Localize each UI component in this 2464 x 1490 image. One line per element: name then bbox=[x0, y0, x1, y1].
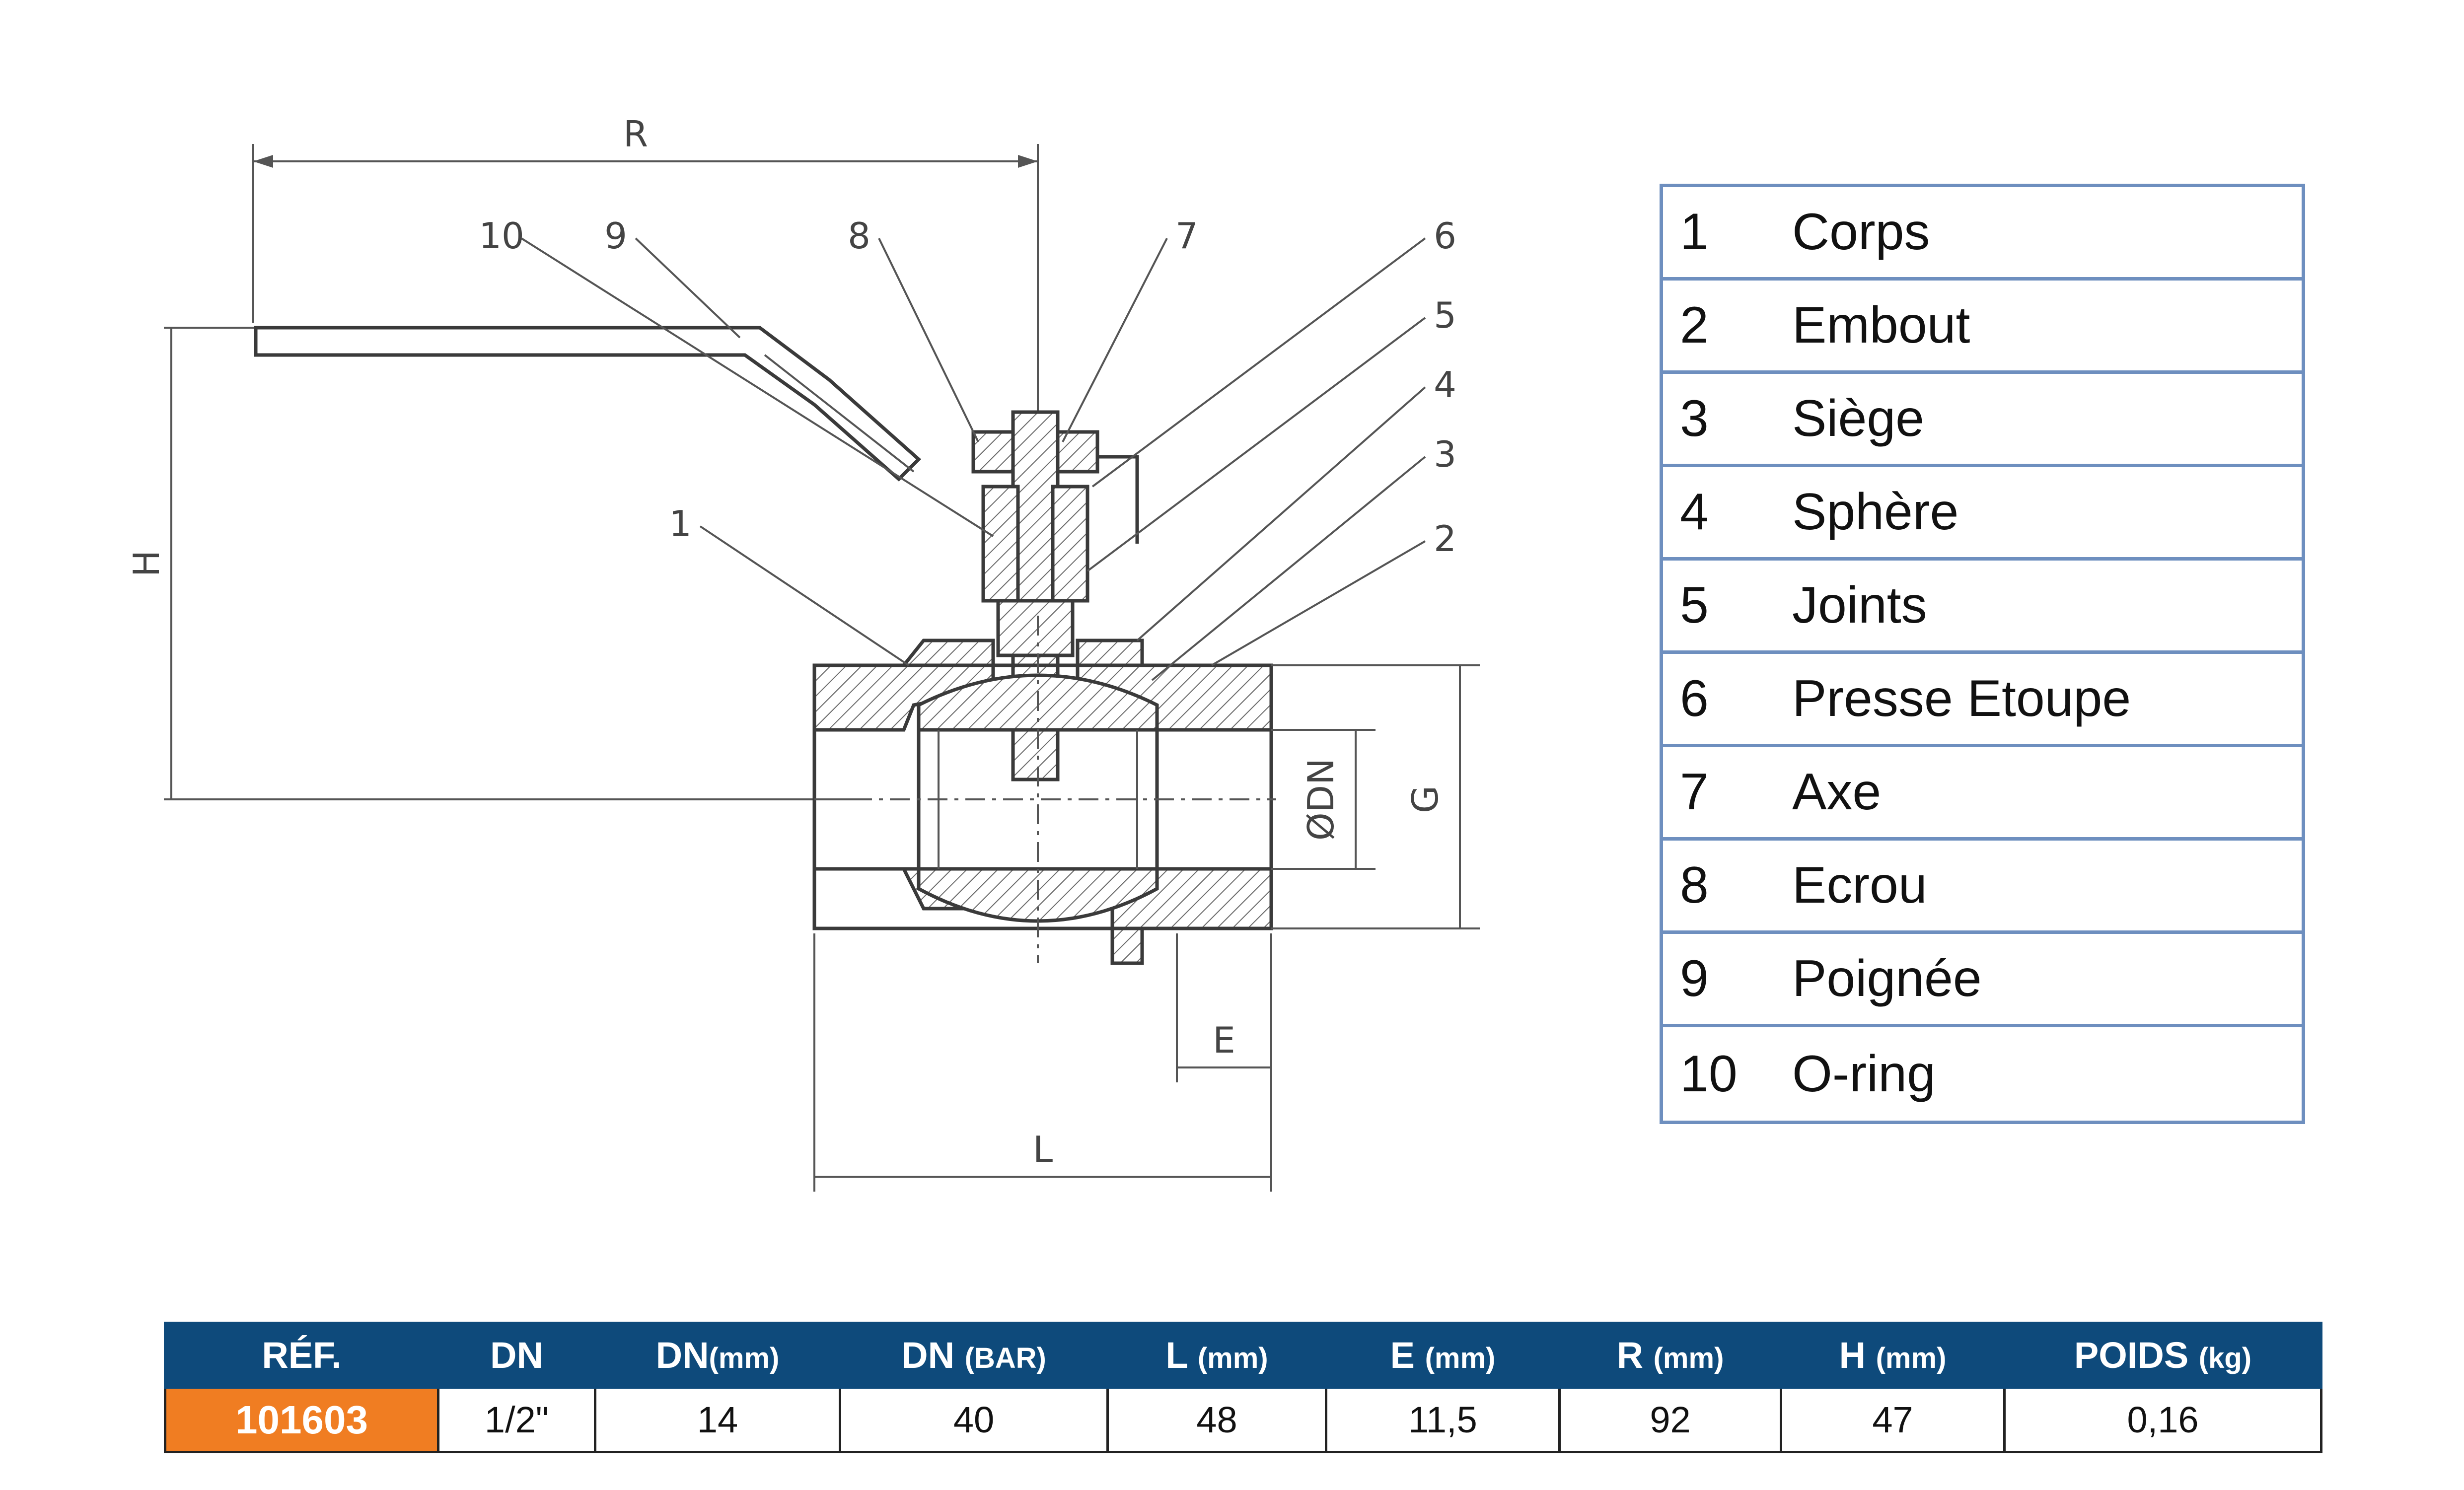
legend-name: Embout bbox=[1792, 296, 1970, 354]
dimension-e-l: E L bbox=[813, 933, 1272, 1192]
legend-name: Presse Etoupe bbox=[1792, 670, 2131, 727]
cell-dn: 1/2" bbox=[437, 1386, 596, 1453]
svg-text:1: 1 bbox=[669, 503, 692, 545]
valve-drawing: R H bbox=[126, 113, 1480, 1192]
header-h: H (mm) bbox=[1780, 1322, 2006, 1389]
legend-row: 9 Poignée bbox=[1663, 934, 2302, 1027]
legend-num: 9 bbox=[1680, 950, 1709, 1007]
callout-5: 5 bbox=[1087, 294, 1456, 572]
legend-num: 4 bbox=[1680, 483, 1709, 541]
header-dn-mm: DN(mm) bbox=[594, 1322, 841, 1389]
legend-row: 1 Corps bbox=[1663, 187, 2302, 281]
legend-row: 7 Axe bbox=[1663, 747, 2302, 841]
legend-name: Poignée bbox=[1792, 950, 1982, 1007]
legend-row: 8 Ecrou bbox=[1663, 841, 2302, 934]
legend-num: 5 bbox=[1680, 576, 1709, 634]
svg-text:10: 10 bbox=[479, 215, 524, 257]
callout-7: 7 bbox=[1062, 215, 1198, 442]
header-dn-bar: DN (BAR) bbox=[839, 1322, 1109, 1389]
callout-10: 10 bbox=[479, 215, 994, 537]
legend-row: 4 Sphère bbox=[1663, 467, 2302, 561]
legend-num: 10 bbox=[1680, 1045, 1738, 1103]
callout-2: 2 bbox=[1211, 518, 1456, 666]
table-row: 101603 1/2" 14 40 48 11,5 92 47 0,16 bbox=[164, 1386, 2322, 1453]
legend-name: Axe bbox=[1792, 763, 1882, 821]
cell-ref: 101603 bbox=[164, 1386, 439, 1453]
header-ref: RÉF. bbox=[164, 1322, 439, 1389]
callout-9: 9 bbox=[604, 215, 741, 339]
legend-row: 2 Embout bbox=[1663, 281, 2302, 374]
header-dn: DN bbox=[437, 1322, 596, 1389]
legend-num: 1 bbox=[1680, 203, 1709, 261]
dim-label-e: E bbox=[1213, 1019, 1235, 1061]
legend-row: 6 Presse Etoupe bbox=[1663, 654, 2302, 747]
callout-4: 4 bbox=[1136, 364, 1456, 641]
cell-dn-bar: 40 bbox=[839, 1386, 1109, 1453]
legend-name: Ecrou bbox=[1792, 856, 1927, 914]
header-r: R (mm) bbox=[1558, 1322, 1782, 1389]
callout-6: 6 bbox=[1091, 215, 1456, 488]
dim-label-g: G bbox=[1404, 785, 1446, 813]
dim-label-r: R bbox=[623, 113, 648, 155]
table-header-row: RÉF. DN DN(mm) DN (BAR) L (mm) E (mm) R … bbox=[164, 1322, 2322, 1389]
header-l: L (mm) bbox=[1106, 1322, 1327, 1389]
dimension-g-dn: ØDN G bbox=[1271, 664, 1480, 929]
svg-text:2: 2 bbox=[1434, 518, 1456, 560]
cell-r: 92 bbox=[1558, 1386, 1782, 1453]
cell-poids: 0,16 bbox=[2003, 1386, 2322, 1453]
svg-text:3: 3 bbox=[1434, 433, 1456, 475]
legend-name: Siège bbox=[1792, 390, 1924, 447]
handle-lever bbox=[254, 326, 922, 482]
svg-text:6: 6 bbox=[1434, 215, 1456, 257]
legend-name: Joints bbox=[1792, 576, 1927, 634]
spec-table: RÉF. DN DN(mm) DN (BAR) L (mm) E (mm) R … bbox=[164, 1322, 2322, 1453]
dimension-h: H bbox=[126, 327, 864, 800]
legend-num: 7 bbox=[1680, 763, 1709, 821]
svg-text:5: 5 bbox=[1434, 294, 1456, 336]
dim-label-l: L bbox=[1033, 1129, 1053, 1170]
parts-legend: 1 Corps 2 Embout 3 Siège 4 Sphère 5 Join… bbox=[1660, 184, 2305, 1124]
cell-e: 11,5 bbox=[1325, 1386, 1561, 1453]
callout-8: 8 bbox=[848, 215, 979, 442]
callout-3: 3 bbox=[1151, 433, 1456, 681]
cell-dn-mm: 14 bbox=[594, 1386, 841, 1453]
svg-text:8: 8 bbox=[848, 215, 870, 257]
legend-num: 3 bbox=[1680, 390, 1709, 447]
legend-row: 5 Joints bbox=[1663, 561, 2302, 654]
cell-h: 47 bbox=[1780, 1386, 2006, 1453]
header-poids: POIDS (kg) bbox=[2003, 1322, 2322, 1389]
dim-label-dn: ØDN bbox=[1300, 758, 1342, 841]
legend-num: 6 bbox=[1680, 670, 1709, 727]
legend-num: 8 bbox=[1680, 856, 1709, 914]
legend-row: 10 O-ring bbox=[1663, 1027, 2302, 1121]
legend-row: 3 Siège bbox=[1663, 374, 2302, 467]
callout-1: 1 bbox=[669, 503, 910, 666]
dim-label-h: H bbox=[126, 550, 167, 577]
legend-num: 2 bbox=[1680, 296, 1709, 354]
header-e: E (mm) bbox=[1325, 1322, 1561, 1389]
legend-name: O-ring bbox=[1792, 1045, 1936, 1103]
svg-text:4: 4 bbox=[1434, 364, 1456, 406]
cell-l: 48 bbox=[1106, 1386, 1327, 1453]
svg-text:7: 7 bbox=[1175, 215, 1198, 257]
svg-text:9: 9 bbox=[604, 215, 627, 257]
legend-name: Corps bbox=[1792, 203, 1930, 261]
legend-name: Sphère bbox=[1792, 483, 1959, 541]
